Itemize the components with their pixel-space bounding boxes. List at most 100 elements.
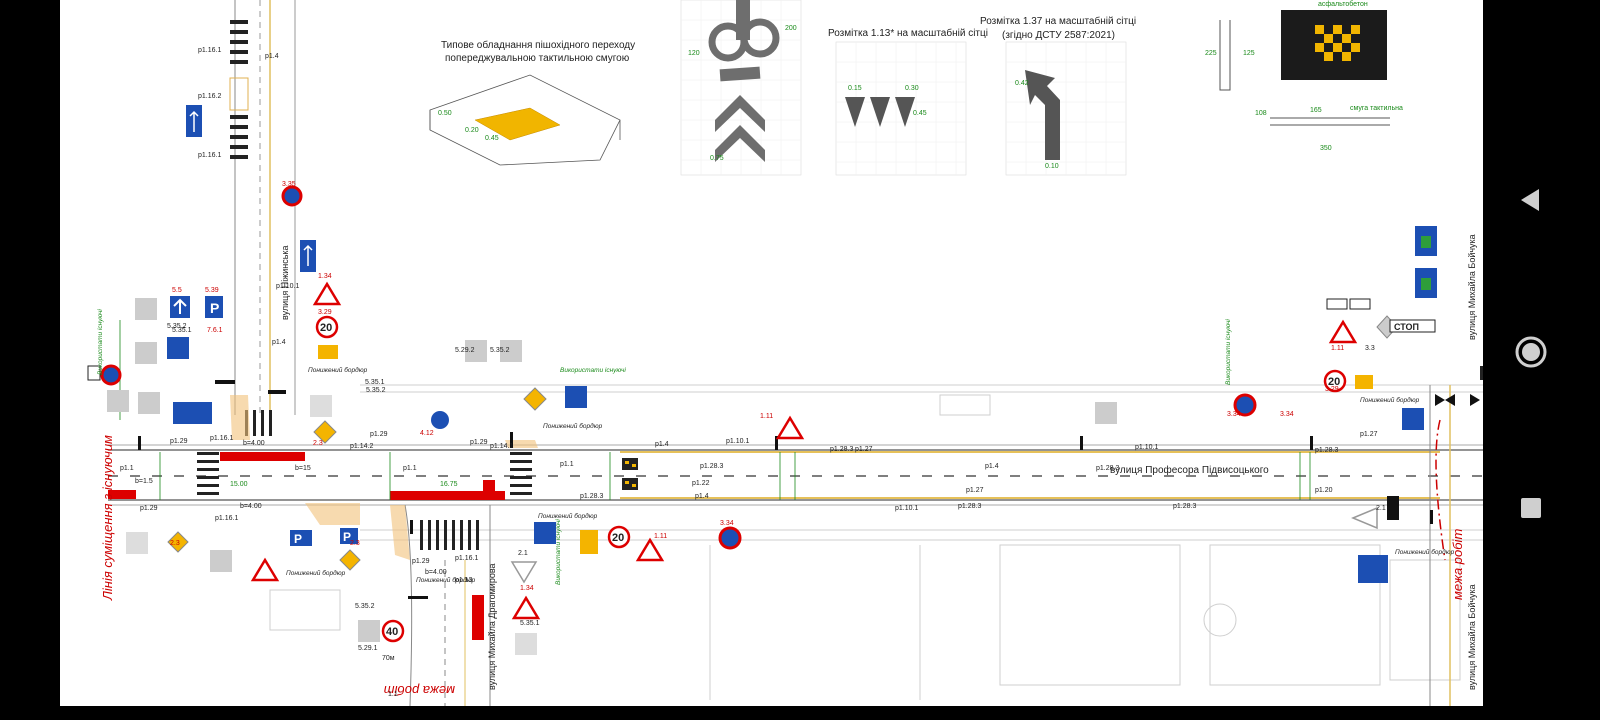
street-bottom-label: вулиця Михайла Драгомирова [487, 563, 497, 690]
dim-350: 350 [1320, 145, 1332, 152]
low-border-note: Понижений бордюр [286, 569, 346, 577]
mark-label: 16.75 [440, 481, 458, 488]
street-main-label: вулиця Професора Підвисоцького [1110, 464, 1269, 476]
mark-label: р1.10.1 [726, 438, 749, 445]
mark-label: р1.29 [170, 438, 188, 445]
tactile-label: смуга тактильна [1350, 105, 1403, 112]
low-border-note: Понижений бордюр [1360, 396, 1420, 404]
mark-label: р1.28.3 [1096, 465, 1119, 472]
marking-137-title-2: (згідно ДСТУ 2587:2021) [1002, 30, 1115, 41]
mark-label: р1.1 [403, 465, 417, 472]
bottom-strip [0, 706, 1600, 720]
bike-symbol [708, 0, 780, 82]
android-nav-bar [1483, 0, 1600, 720]
drawing-canvas[interactable]: P P P [60, 0, 1483, 706]
mark-label: b=15 [295, 465, 311, 472]
mark-label: р1.4 [272, 339, 286, 346]
crossing-title-1: Типове обладнання пішохідного переходу [441, 39, 635, 51]
dim-125: 125 [1243, 50, 1255, 57]
mark-label: 15.00 [230, 481, 248, 488]
sign-label: 7.6.1 [207, 327, 223, 334]
street-vertical-bottom [404, 504, 491, 706]
mark-label: р1.14.1 [490, 443, 513, 450]
dim-030: 0.30 [905, 85, 919, 92]
sign-70m: 70м [382, 655, 395, 662]
recents-button[interactable] [1507, 484, 1555, 532]
dim-020: 0.20 [465, 127, 479, 134]
street-vertical-left [234, 0, 296, 415]
back-button[interactable] [1507, 176, 1555, 224]
work-boundary-lines [1435, 419, 1446, 561]
sign-label: 3.35 [282, 181, 296, 188]
zebra-bottom [420, 520, 479, 550]
low-border-note: Понижений бордюр [543, 422, 603, 430]
main-road [108, 444, 1483, 506]
use-zone-note: Використати існуючі [1224, 319, 1232, 385]
zebra-main-mid [510, 452, 532, 495]
sign-label: 2.1 [518, 550, 528, 557]
marking-137-arrow [1025, 70, 1060, 160]
red-line-bottom-label: межа робіт [384, 683, 455, 698]
dim-045: 0.45 [913, 110, 927, 117]
mark-label: р1.22 [692, 480, 710, 487]
sign-label: 5.35.2 [167, 323, 187, 330]
sign-label: 2.3 [170, 540, 180, 547]
sign-label: 5.39 [205, 287, 219, 294]
street-right-bottom-label: вулиця Михайла Бойчука [1467, 584, 1477, 690]
sign-label: 5.29.2 [455, 347, 475, 354]
mark-label: р1.1 [120, 465, 134, 472]
svg-text:P: P [343, 530, 351, 544]
low-border-note: Понижений бордюр [538, 512, 598, 520]
sign-label: 3.29 [318, 309, 332, 316]
dim-108: 108 [1255, 110, 1267, 117]
sign-label: 1.34 [318, 273, 332, 280]
svg-text:P: P [294, 532, 302, 546]
crossing-iso-drawing [429, 74, 621, 166]
zebra-vertical-top [230, 20, 248, 159]
mark-label: р1.27 [966, 487, 984, 494]
mark-label: р1.10.1 [276, 283, 299, 290]
dim-225: 225 [1205, 50, 1217, 57]
dim-075: 0.75 [710, 155, 724, 162]
street-left-label: вулиця Ніжинська [280, 245, 290, 320]
asphalt-label: асфальтобетон [1318, 0, 1368, 8]
sign-label: 5.35.2 [355, 603, 375, 610]
mark-label: р1.1 [560, 461, 574, 468]
mark-label: р1.4 [655, 441, 669, 448]
sign-label: 1.1 [388, 691, 398, 698]
dim-015: 0.15 [848, 85, 862, 92]
mark-label: р1.27 [1360, 431, 1378, 438]
sign-label: 5.29.1 [358, 645, 378, 652]
sign-label: 3.3 [1365, 345, 1375, 352]
mark-label: р1.16.1 [198, 47, 221, 54]
sign-label: 2.1 [1376, 505, 1386, 512]
mark-label: р1.16.1 [210, 435, 233, 442]
sign-label: 5.5 [172, 287, 182, 294]
sign-label: 5.35.2 [490, 347, 510, 354]
home-icon [1515, 336, 1547, 368]
marking-113-title: Розмітка 1.13* на масштабній сітці [828, 27, 988, 39]
use-zone-note: Використати існуючі [96, 309, 104, 375]
mark-label: b=1.5 [135, 478, 153, 485]
red-line-left-label: Лінія суміщення з існуючим [100, 435, 115, 601]
sign-label: 5.35.1 [365, 379, 385, 386]
sign-label: 4.12 [420, 430, 434, 437]
speed-limit-40: 40 [386, 626, 398, 638]
mark-label: р1.13 [455, 577, 473, 584]
road-signs: P P P [87, 105, 1483, 655]
mark-label: b=4.00 [240, 503, 262, 510]
home-button[interactable] [1507, 328, 1555, 376]
mark-label: р1.4 [985, 463, 999, 470]
mark-label: р1.10.1 [1135, 444, 1158, 451]
sign-label: 1.34 [520, 585, 534, 592]
dim-042: 0.42 [1015, 80, 1029, 87]
mark-label: р1.4 [265, 53, 279, 60]
marking-137-title-1: Розмітка 1.37 на масштабній сітці [980, 15, 1136, 27]
sign-label: 2.3 [350, 540, 360, 547]
mark-label: р1.20 [1315, 487, 1333, 494]
mark-label: р1.29 [470, 439, 488, 446]
low-border-note: Понижений бордюр [1395, 548, 1455, 556]
sign-label: 2.3 [313, 440, 323, 447]
use-zone-note: Використати існуючі [560, 366, 626, 374]
